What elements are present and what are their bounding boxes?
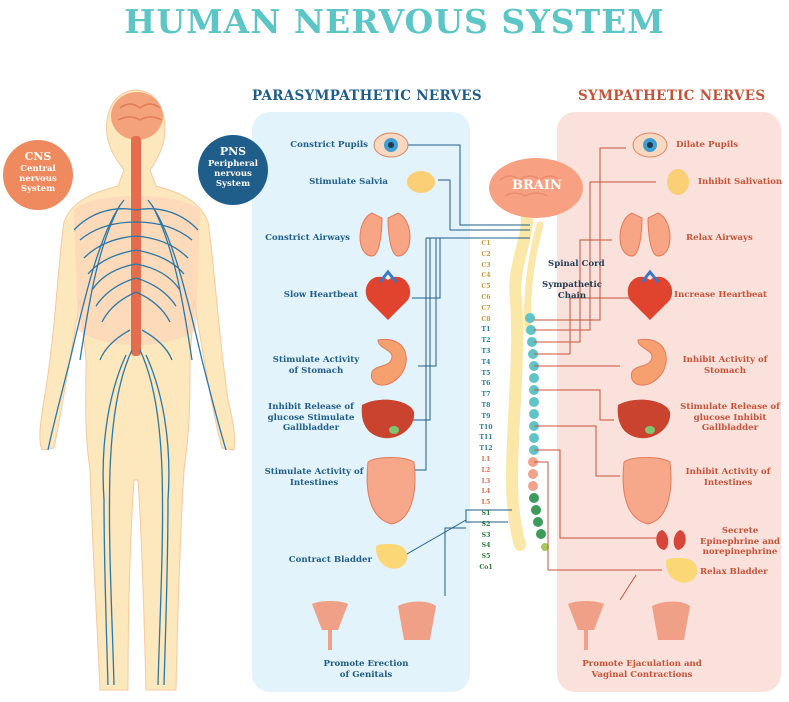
- uterus-icon-para: [312, 601, 348, 650]
- symp-label-stomach: Inhibit Activity of Stomach: [682, 355, 768, 376]
- eye-icon-para: [373, 132, 409, 158]
- male-genital-icon-para: [398, 601, 436, 640]
- para-label-contract-bladder: Contract Bladder: [288, 555, 372, 565]
- bladder-icon-symp: [666, 558, 698, 583]
- para-label-stimulate-salvia: Stimulate Salvia: [309, 177, 388, 187]
- sympathetic-chain-label: Sympathetic Chain: [542, 280, 603, 301]
- vertebra-s3: S3: [481, 531, 491, 539]
- vertebra-t7: T7: [481, 391, 491, 399]
- vertebra-c3: C3: [481, 261, 491, 269]
- para-label-constrict-pupils: Constrict Pupils: [290, 140, 368, 150]
- page-title: HUMAN NERVOUS SYSTEM: [124, 2, 665, 41]
- liver-icon-symp: [617, 399, 671, 439]
- symp-label-intestines: Inhibit Activity of Intestines: [685, 467, 771, 488]
- vertebra-l1: L1: [481, 456, 491, 463]
- vertebra-t9: T9: [481, 412, 491, 420]
- brain-illustration: [489, 158, 583, 218]
- uterus-icon-symp: [568, 601, 604, 650]
- pns-abbr: PNS: [219, 145, 247, 158]
- salivary-gland-icon-symp: [667, 169, 689, 195]
- vertebra-c5: C5: [481, 283, 491, 291]
- vertebra-t6: T6: [481, 380, 491, 388]
- vertebra-s1: S1: [481, 510, 491, 517]
- cns-badge: CNS Central nervous System: [3, 140, 73, 210]
- spinal-cord-label: Spinal Cord: [548, 259, 605, 269]
- vertebra-l2: L2: [481, 466, 491, 474]
- vertebra-c2: C2: [481, 250, 491, 258]
- vertebra-t1: T1: [481, 326, 491, 334]
- lungs-icon-symp: [619, 212, 671, 257]
- vertebra-t10: T10: [479, 423, 493, 431]
- intestines-icon-para: [366, 457, 416, 525]
- vertebra-l3: L3: [481, 477, 491, 485]
- para-label-stomach: Stimulate Activity of Stomach: [272, 355, 360, 376]
- liver-icon-para: [361, 399, 415, 439]
- vertebra-t11: T11: [479, 434, 493, 442]
- symp-label-inhibit-salivation: Inhibit Salivation: [698, 177, 783, 187]
- para-label-slow-heartbeat: Slow Heartbeat: [283, 290, 358, 300]
- sympathetic-connectors: [534, 147, 662, 601]
- lungs-icon-para: [359, 212, 411, 257]
- para-label-constrict-airways: Constrict Airways: [265, 233, 350, 243]
- spine: [505, 199, 549, 551]
- heart-icon-para: [365, 269, 411, 320]
- vertebra-c1: C1: [481, 240, 491, 247]
- vertebra-c8: C8: [481, 315, 491, 323]
- parasympathetic-heading: PARASYMPATHETIC NERVES: [252, 88, 482, 104]
- brain-label: BRAIN: [512, 178, 562, 193]
- vertebra-c7: C7: [481, 304, 491, 312]
- symp-label-dilate-pupils: Dilate Pupils: [676, 140, 739, 150]
- eye-icon-symp: [632, 132, 668, 158]
- salivary-gland-icon-para: [407, 171, 435, 193]
- bladder-icon-para: [376, 544, 408, 569]
- kidney-icon-symp: [656, 530, 686, 550]
- body-illustration: [39, 89, 236, 691]
- sympathetic-heading: SYMPATHETIC NERVES: [578, 88, 766, 104]
- para-label-genitals: Promote Erection of Genitals: [323, 659, 409, 680]
- symp-label-increase-heartbeat: Increase Heartbeat: [674, 290, 768, 300]
- pns-full: Peripheral nervous System: [207, 159, 259, 189]
- para-label-intestines: Stimulate Activity of Intestines: [264, 467, 364, 488]
- pns-badge: PNS Peripheral nervous System: [198, 135, 268, 205]
- sympathetic-panel: [557, 112, 781, 692]
- symp-label-relax-airways: Relax Airways: [686, 233, 753, 243]
- vertebra-t5: T5: [481, 369, 491, 377]
- vertebra-s5: S5: [481, 553, 491, 561]
- vertebra-s2: S2: [481, 520, 491, 528]
- para-label-gallbladder: Inhibit Release of glucose Stimulate Gal…: [267, 402, 355, 433]
- stomach-icon-para: [370, 338, 407, 386]
- vertebra-co1: Co1: [479, 564, 493, 571]
- vertebra-l4: L4: [481, 488, 491, 496]
- cns-abbr: CNS: [24, 150, 52, 163]
- heart-icon-symp: [627, 269, 673, 320]
- vertebra-s4: S4: [481, 542, 491, 550]
- vertebra-t3: T3: [481, 348, 491, 355]
- vertebra-l5: L5: [481, 499, 491, 507]
- vertebra-c6: C6: [481, 294, 491, 301]
- vertebra-t2: T2: [481, 337, 491, 345]
- vertebra-t4: T4: [481, 358, 491, 366]
- cns-full: Central nervous System: [19, 164, 57, 194]
- vertebra-c4: C4: [481, 272, 491, 280]
- vertebra-t12: T12: [479, 445, 493, 453]
- symp-label-genitals: Promote Ejaculation and Vaginal Contract…: [582, 659, 702, 680]
- male-genital-icon-symp: [652, 601, 690, 640]
- symp-label-epinephrine: Secrete Epinephrine and norepinephrine: [699, 526, 781, 557]
- intestines-icon-symp: [622, 457, 672, 525]
- vertebra-t8: T8: [481, 402, 491, 409]
- symp-label-gallbladder: Stimulate Release of glucose Inhibit Gal…: [680, 402, 780, 433]
- parasympathetic-panel: [252, 112, 470, 692]
- symp-label-relax-bladder: Relax Bladder: [700, 567, 768, 577]
- stomach-icon-symp: [630, 338, 667, 386]
